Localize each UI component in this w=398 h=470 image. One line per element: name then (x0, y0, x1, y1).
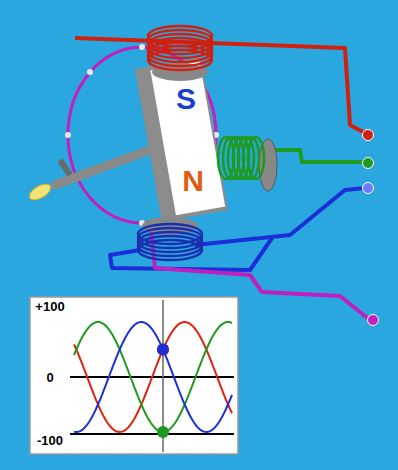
right-coil (218, 137, 277, 191)
graph-panel (30, 297, 238, 454)
min-axis (70, 433, 234, 435)
axis-value: -100 (37, 434, 63, 447)
axis-value: +100 (35, 300, 64, 313)
phase-marker (157, 344, 169, 356)
crank-handle (27, 181, 54, 203)
green-wire (262, 150, 365, 162)
top-coil (148, 26, 212, 81)
pole-label: N (182, 166, 204, 196)
phase-marker (157, 344, 169, 356)
shaft (55, 148, 155, 185)
purple-terminal (368, 315, 379, 326)
blue-terminal (363, 183, 374, 194)
phase-marker (157, 426, 169, 438)
blue-phase (74, 322, 232, 432)
axis-value: 0 (46, 371, 53, 384)
bar-magnet (135, 57, 228, 221)
red-wire (75, 38, 365, 133)
green-phase (74, 322, 232, 432)
bottom-coil (138, 217, 202, 260)
red-terminal (363, 130, 374, 141)
red-phase (74, 322, 232, 432)
pole-label: S (176, 84, 196, 114)
sine-curves (74, 322, 232, 438)
green-terminal (363, 158, 374, 169)
crank-arm (60, 160, 70, 175)
